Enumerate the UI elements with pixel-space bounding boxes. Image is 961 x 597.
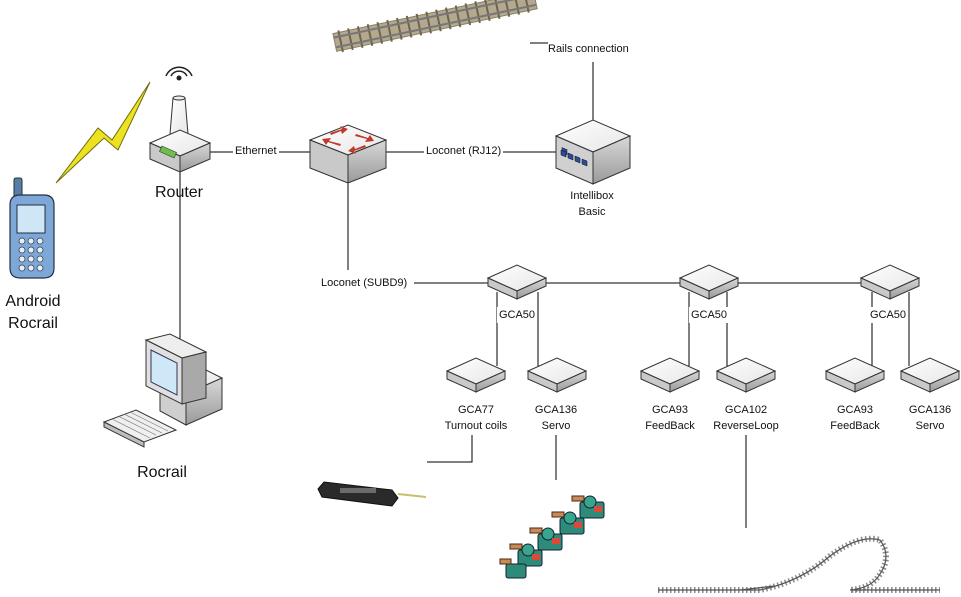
- gca102-module-icon: [716, 357, 776, 393]
- loconet-subd9-label: Loconet (SUBD9): [319, 275, 410, 291]
- gca50-label: GCA50: [867, 307, 909, 323]
- module-desc-label: ReverseLoop: [711, 418, 781, 434]
- turnout-motor-icon: [317, 481, 427, 507]
- router-label: Router: [154, 184, 204, 201]
- servo-motors-icon: [499, 495, 605, 579]
- module-name-label: GCA102: [722, 402, 770, 418]
- module-name-label: GCA77: [455, 402, 497, 418]
- gca50-label: GCA50: [496, 307, 538, 323]
- module-name-label: GCA93: [651, 404, 689, 416]
- network-switch-icon: [308, 124, 388, 184]
- module-desc-label: FeedBack: [645, 420, 695, 432]
- module-name-label: GCA93: [836, 404, 874, 416]
- loconet-rj12-label: Loconet (RJ12): [424, 143, 504, 159]
- module-desc-label: FeedBack: [830, 420, 880, 432]
- intellibox-label-line2: Basic: [578, 206, 606, 218]
- android-label-line2: Rocrail: [8, 315, 58, 332]
- ethernet-label: Ethernet: [233, 143, 279, 159]
- module-name-label: GCA136: [908, 404, 952, 416]
- gca50-module-icon: [860, 264, 920, 300]
- module-name-label: GCA136: [532, 402, 580, 418]
- module-desc-label: Servo: [539, 418, 573, 434]
- module-desc-label: Turnout coils: [442, 418, 510, 434]
- router-icon: [148, 66, 212, 173]
- module-desc-label: Servo: [915, 420, 945, 432]
- gca136-module-icon: [527, 357, 587, 393]
- desktop-computer-icon: [102, 333, 224, 448]
- rocrail-pc-label: Rocrail: [137, 464, 187, 481]
- rails-connection-label: Rails connection: [548, 43, 629, 55]
- reverse-loop-track-icon: [658, 535, 940, 593]
- intellibox-icon: [554, 119, 632, 185]
- gca77-module-icon: [446, 357, 506, 393]
- connection-lines: [179, 42, 910, 528]
- gca136-module-icon: [900, 357, 960, 393]
- android-phone-icon: [9, 177, 55, 279]
- gca93-module-icon: [640, 357, 700, 393]
- intellibox-label-line1: Intellibox: [570, 190, 614, 202]
- rail-track-icon: [332, 0, 538, 53]
- android-label-line1: Android: [5, 293, 61, 310]
- wireless-lightning-icon: [55, 81, 151, 184]
- gca93-module-icon: [825, 357, 885, 393]
- gca50-label: GCA50: [688, 307, 730, 323]
